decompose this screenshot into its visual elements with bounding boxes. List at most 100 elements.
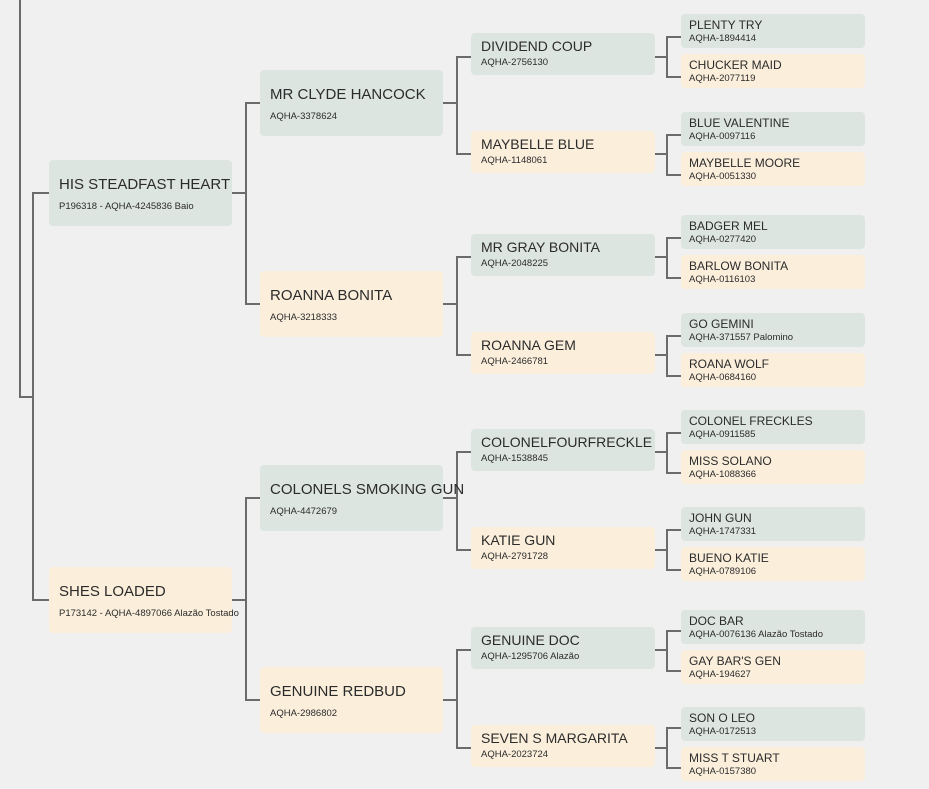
horse-card-his-steadfast-heart[interactable]: HIS STEADFAST HEART P196318 - AQHA-42458… (49, 160, 232, 226)
connector-line (655, 354, 667, 356)
connector-line (666, 134, 681, 136)
horse-card-mr-gray-bonita[interactable]: MR GRAY BONITA AQHA-2048225 (471, 234, 655, 276)
horse-card-colonels-smoking-gun[interactable]: COLONELS SMOKING GUN AQHA-4472679 (260, 465, 465, 531)
horse-registration: AQHA-1148061 (481, 155, 548, 166)
horse-card-genuine-doc[interactable]: GENUINE DOC AQHA-1295706 Alazão (471, 627, 655, 669)
horse-card-son-o-leo[interactable]: SON O LEO AQHA-0172513 (681, 707, 865, 741)
horse-registration: AQHA-0277420 (689, 234, 757, 245)
connector-line (456, 451, 471, 453)
horse-registration: AQHA-2023724 (481, 749, 549, 760)
connector-line (666, 432, 668, 473)
connector-line (443, 102, 457, 104)
connector-line (456, 56, 458, 154)
connector-line (655, 549, 667, 551)
connector-line (655, 747, 667, 749)
horse-name: BARLOW BONITA (689, 259, 789, 273)
connector-line (456, 256, 471, 258)
horse-card-doc-bar[interactable]: DOC BAR AQHA-0076136 Alazão Tostado (681, 610, 865, 644)
horse-name: ROANNA BONITA (270, 287, 393, 304)
horse-registration: P196318 - AQHA-4245836 Baio (59, 201, 194, 212)
horse-registration: AQHA-1088366 (689, 469, 757, 480)
horse-card-mr-clyde-hancock[interactable]: MR CLYDE HANCOCK AQHA-3378624 (260, 70, 443, 136)
horse-card-roanna-bonita[interactable]: ROANNA BONITA AQHA-3218333 (260, 271, 443, 337)
connector-line (666, 237, 668, 278)
horse-name: MAYBELLE MOORE (689, 156, 801, 170)
horse-card-gay-bars-gen[interactable]: GAY BAR'S GEN AQHA-194627 (681, 650, 865, 684)
horse-card-colonelfourfreckle[interactable]: COLONELFOURFRECKLE AQHA-1538845 (471, 429, 655, 471)
horse-name: JOHN GUN (689, 511, 752, 525)
horse-card-miss-t-stuart[interactable]: MISS T STUART AQHA-0157380 (681, 747, 865, 781)
connector-line (666, 529, 681, 531)
connector-line (443, 303, 457, 305)
horse-card-genuine-redbud[interactable]: GENUINE REDBUD AQHA-2986802 (260, 667, 443, 733)
horse-registration: AQHA-2048225 (481, 258, 549, 269)
connector-line (245, 102, 247, 304)
horse-card-go-gemini[interactable]: GO GEMINI AQHA-371557 Palomino (681, 313, 865, 347)
horse-card-miss-solano[interactable]: MISS SOLANO AQHA-1088366 (681, 450, 865, 484)
connector-line (666, 36, 681, 38)
horse-name: GAY BAR'S GEN (689, 654, 781, 668)
horse-card-seven-s-margarita[interactable]: SEVEN S MARGARITA AQHA-2023724 (471, 725, 655, 767)
connector-line (666, 569, 681, 571)
horse-name: HIS STEADFAST HEART (59, 176, 231, 193)
horse-name: SON O LEO (689, 711, 756, 725)
connector-line (245, 102, 260, 104)
horse-card-maybelle-moore[interactable]: MAYBELLE MOORE AQHA-0051330 (681, 152, 865, 186)
horse-registration: AQHA-2756130 (481, 57, 549, 68)
horse-name: KATIE GUN (481, 532, 556, 548)
horse-card-bueno-katie[interactable]: BUENO KATIE AQHA-0789106 (681, 547, 865, 581)
horse-card-dividend-coup[interactable]: DIVIDEND COUP AQHA-2756130 (471, 33, 655, 75)
connector-line (666, 472, 681, 474)
horse-name: PLENTY TRY (689, 18, 763, 32)
connector-line (456, 451, 458, 550)
horse-registration: AQHA-0172513 (689, 726, 757, 737)
horse-card-katie-gun[interactable]: KATIE GUN AQHA-2791728 (471, 527, 655, 569)
horse-name: MAYBELLE BLUE (481, 136, 595, 152)
horse-card-roana-wolf[interactable]: ROANA WOLF AQHA-0684160 (681, 353, 865, 387)
horse-name: BUENO KATIE (689, 551, 769, 565)
connector-line (666, 237, 681, 239)
connector-line (666, 76, 681, 78)
connector-line (666, 134, 668, 175)
connector-line (232, 599, 246, 601)
connector-line (666, 277, 681, 279)
connector-line (666, 432, 681, 434)
horse-registration: AQHA-2466781 (481, 356, 549, 367)
horse-name: COLONEL FRECKLES (689, 414, 813, 428)
connector-line (655, 256, 667, 258)
connector-line (655, 451, 667, 453)
connector-line (666, 36, 668, 77)
horse-registration: AQHA-1538845 (481, 453, 549, 464)
connector-line (32, 192, 49, 194)
horse-card-badger-mel[interactable]: BADGER MEL AQHA-0277420 (681, 215, 865, 249)
horse-card-john-gun[interactable]: JOHN GUN AQHA-1747331 (681, 507, 865, 541)
connector-line (443, 497, 457, 499)
horse-registration: AQHA-0789106 (689, 566, 757, 577)
connector-line (655, 649, 667, 651)
horse-card-roanna-gem[interactable]: ROANNA GEM AQHA-2466781 (471, 332, 655, 374)
connector-line (456, 256, 458, 355)
horse-card-maybelle-blue[interactable]: MAYBELLE BLUE AQHA-1148061 (471, 131, 655, 173)
horse-registration: AQHA-1295706 Alazão (481, 651, 580, 662)
horse-name: MISS SOLANO (689, 454, 772, 468)
horse-card-chucker-maid[interactable]: CHUCKER MAID AQHA-2077119 (681, 54, 865, 88)
connector-line (666, 335, 668, 376)
connector-line (245, 497, 260, 499)
horse-card-plenty-try[interactable]: PLENTY TRY AQHA-1894414 (681, 14, 865, 48)
connector-line (655, 56, 667, 58)
connector-line (456, 56, 471, 58)
horse-card-shes-loaded[interactable]: SHES LOADED P173142 - AQHA-4897066 Alazã… (49, 567, 239, 633)
horse-card-colonel-freckles[interactable]: COLONEL FRECKLES AQHA-0911585 (681, 410, 865, 444)
horse-name: GENUINE DOC (481, 632, 580, 648)
horse-registration: AQHA-2077119 (689, 73, 756, 84)
horse-name: GENUINE REDBUD (270, 683, 406, 700)
connector-line (666, 375, 681, 377)
connector-line (456, 153, 471, 155)
horse-name: COLONELFOURFRECKLE (481, 434, 653, 450)
horse-name: COLONELS SMOKING GUN (270, 481, 465, 498)
horse-registration: AQHA-0157380 (689, 766, 757, 777)
horse-card-blue-valentine[interactable]: BLUE VALENTINE AQHA-0097116 (681, 112, 865, 146)
horse-registration: AQHA-0684160 (689, 372, 757, 383)
horse-card-barlow-bonita[interactable]: BARLOW BONITA AQHA-0116103 (681, 255, 865, 289)
